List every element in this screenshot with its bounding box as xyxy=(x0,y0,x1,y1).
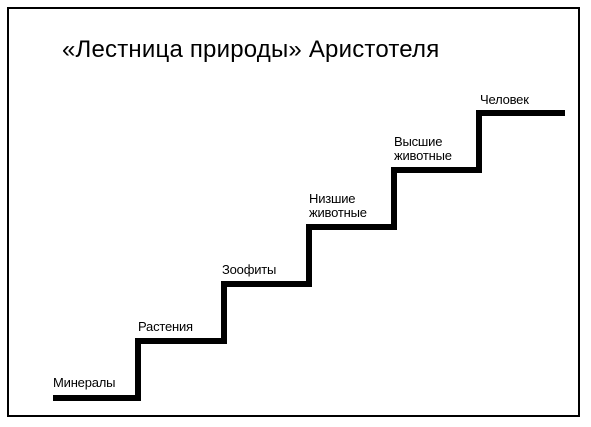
step-label-minerals: Минералы xyxy=(53,376,115,390)
step-label-human-line1: Человек xyxy=(480,92,529,107)
step-label-plants: Растения xyxy=(138,320,193,334)
step-label-lower-animals-line1: Низшие xyxy=(309,191,356,206)
step-label-human: Человек xyxy=(480,93,529,107)
step-label-lower-animals-line2: животные xyxy=(309,205,367,220)
step-label-higher-animals-line2: животные xyxy=(394,148,452,163)
step-label-zoophytes-line1: Зоофиты xyxy=(222,262,277,277)
step-label-zoophytes: Зоофиты xyxy=(222,263,276,277)
staircase-line xyxy=(53,110,565,401)
step-label-minerals-line1: Минералы xyxy=(53,375,116,390)
diagram-title: «Лестница природы» Аристотеля xyxy=(62,36,440,63)
step-label-higher-animals-line1: Высшие xyxy=(394,134,443,149)
step-label-plants-line1: Растения xyxy=(138,319,193,334)
diagram-frame xyxy=(7,7,580,417)
step-label-higher-animals: Высшие животные xyxy=(394,135,452,163)
step-label-lower-animals: Низшие животные xyxy=(309,192,367,220)
